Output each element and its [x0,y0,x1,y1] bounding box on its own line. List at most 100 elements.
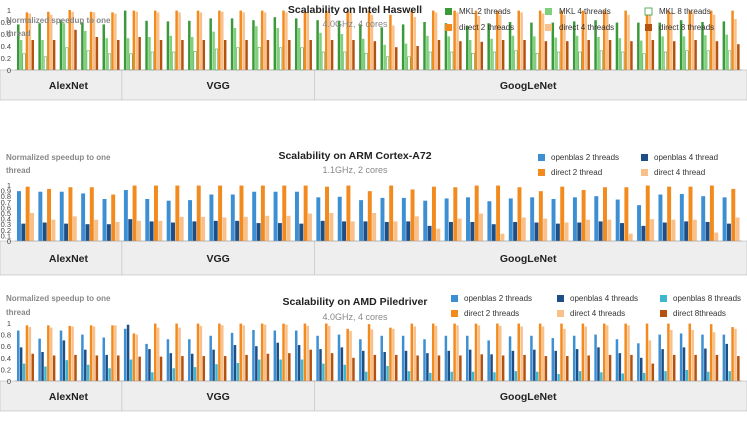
bar-openblas-2-threads [380,335,383,381]
bar-openblas-8-threads [471,371,475,381]
group-label: GoogLeNet [500,80,557,92]
bar-openblas-2-threads [316,335,319,381]
bar-direct-4-threads [49,14,53,71]
bar-direct-4-threads [92,326,96,381]
bar-mkl-4-threads [490,38,493,70]
bar-direct-2-threads [645,10,649,71]
bar-direct-8threads [117,355,120,381]
bar-openblas-8-threads [364,371,368,381]
legend-label: direct 8 threads [659,23,714,32]
bar-direct-4-threads [370,329,374,381]
legend-label: openblas 4 threads [570,294,638,303]
bar-mkl-4-threads [725,34,729,70]
bar-direct-4-thread [414,216,419,241]
bar-direct-8-threads [651,40,655,70]
bar-mkl-8-threads [236,47,240,71]
bar-direct-4-threads [648,340,652,381]
bar-direct-8-threads [630,41,633,70]
bar-openblas-4-threads [190,353,194,381]
bar-direct-2-thread [431,186,436,241]
bar-openblas-4-thread [427,225,432,241]
bar-mkl-2-threads [102,24,106,70]
bar-mkl-4-threads [84,31,87,70]
legend-swatch [645,24,652,31]
bar-openblas-2-threads [81,193,86,241]
bar-openblas-4-thread [171,222,175,241]
bar-direct-4-threads [178,12,181,70]
bar-openblas-4-thread [363,221,368,241]
bar-openblas-8-threads [279,359,282,381]
bar-direct-4-threads [370,14,374,71]
bar-direct-8-threads [523,40,526,70]
bar-direct-2-threads [389,327,392,381]
bar-openblas-4-thread [726,223,731,241]
bar-openblas-4-threads [490,354,493,381]
bar-openblas-2-threads [38,191,43,241]
y-tick-label: 1 [7,319,11,328]
bar-mkl-4-threads [297,28,301,70]
bar-direct-8threads [352,357,355,381]
bar-direct-2-threads [47,325,50,381]
legend-swatch [641,169,648,176]
bar-direct-2-threads [389,14,392,71]
bar-direct-2-threads [111,325,114,381]
bar-direct-4-thread [51,219,56,241]
bar-mkl-4-threads [682,36,686,70]
bar-direct-4-threads [306,325,310,381]
bar-direct-4-threads [584,326,588,381]
bar-openblas-8-threads [642,372,646,381]
bar-openblas-2-threads [508,336,512,381]
bar-direct-4-thread [136,220,141,241]
bar-mkl-8-threads [599,50,603,71]
bar-direct-2-thread [474,185,479,241]
category-band [0,240,747,276]
bar-direct-2-threads [367,10,371,71]
bar-direct-4-threads [413,17,416,70]
bar-mkl-8-threads [428,51,432,71]
bar-openblas-4-thread [534,222,539,241]
bar-mkl-4-threads [447,36,451,70]
bar-openblas-4-threads [105,354,108,381]
bar-direct-4-threads [627,325,630,381]
bar-direct-8threads [159,356,163,381]
bar-mkl-8-threads [706,50,710,71]
bar-direct-2-threads [453,10,456,71]
bar-direct-2-thread [89,187,94,241]
bar-direct-2-thread [68,187,73,241]
bar-openblas-2-threads [188,339,191,381]
bar-openblas-8-threads [193,367,197,381]
bar-direct-2-thread [346,185,351,241]
y-axis-label-line: Normalized speedup to one [6,294,111,303]
bar-openblas-4-threads [169,353,173,381]
bar-mkl-8-threads [728,50,732,71]
bar-mkl-8-threads [664,51,668,71]
bar-openblas-4-threads [383,352,386,381]
bar-openblas-2-threads [209,194,214,241]
bar-mkl-8-threads [642,53,646,71]
y-tick-label: 0.8 [1,192,11,201]
y-tick-label: 0.4 [1,42,11,51]
bar-direct-8threads [288,353,291,381]
bar-direct-2-threads [303,11,307,70]
bar-direct-4-threads [605,325,609,381]
bar-mkl-2-threads [337,21,341,70]
bar-direct-2-threads [132,10,136,71]
bar-mkl-8-threads [214,48,218,71]
bar-direct-8-threads [31,40,34,70]
bar-mkl-4-threads [511,35,515,70]
bar-mkl-2-threads [166,21,170,70]
bar-direct-2-thread [175,185,180,241]
chart-subtitle: 1.1GHz, 2 cores [322,165,388,175]
bar-openblas-4-threads [618,353,622,381]
bar-direct-4-threads [499,325,502,381]
bar-openblas-2-threads [17,330,20,381]
bar-openblas-4-thread [684,221,689,241]
bar-direct-8-threads [416,46,419,70]
bar-openblas-2-threads [401,335,405,381]
bar-direct-2-thread [47,188,52,241]
bar-direct-2-threads [496,10,499,71]
bar-openblas-8-threads [86,364,90,381]
bar-openblas-2-threads [145,343,148,381]
bar-mkl-8-threads [514,50,518,71]
bar-direct-4-thread [30,213,34,241]
